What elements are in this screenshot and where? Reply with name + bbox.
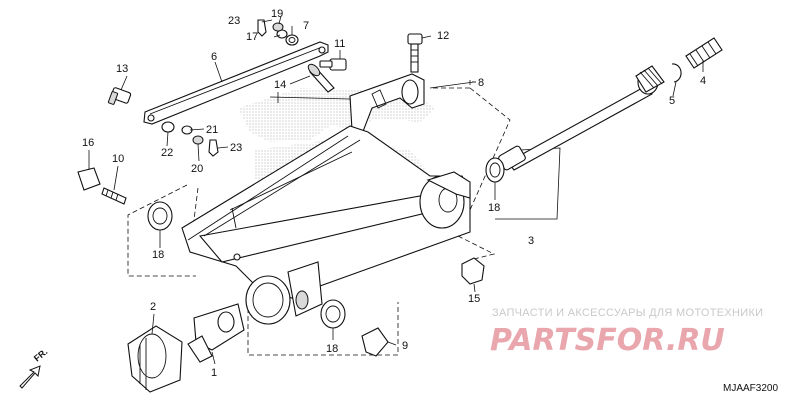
leader-lines [88,15,704,365]
callout-3: 3 [528,235,534,247]
part-2-boot[interactable] [127,325,183,393]
callout-23-mid: 23 [230,142,242,154]
part-15-nut[interactable] [461,257,485,285]
part-18-bearing-right[interactable] [320,299,346,329]
watermark-tagline: ЗАПЧАСТИ И АКСЕССУАРЫ ДЛЯ МОТОТЕХНИКИ [492,307,763,319]
callout-labels: 23 19 7 17 6 11 12 13 14 8 4 5 16 10 21 … [82,8,706,379]
part-12-bolt[interactable] [407,33,423,73]
part-4-spring[interactable] [685,37,723,69]
part-8-swing-arm[interactable] [181,73,471,325]
part-23-screw-top[interactable] [257,19,267,37]
callout-6: 6 [211,51,217,63]
part-22-nut[interactable] [161,121,175,133]
callout-2: 2 [150,301,156,313]
callout-15: 15 [468,293,480,305]
part-1-universal-joint[interactable] [187,303,245,363]
front-direction-indicator: FR. [19,347,50,389]
shop-watermark: ЗАПЧАСТИ И АКСЕССУАРЫ ДЛЯ МОТОТЕХНИКИ PA… [490,307,763,358]
callout-11: 11 [334,38,345,50]
part-16-cap[interactable] [77,167,101,191]
part-10-pivot-bolt[interactable] [101,187,127,205]
front-arrow-icon [19,365,41,389]
part-5-circlip[interactable] [671,63,682,83]
callout-19: 18 [488,202,500,214]
callout-16: 16 [82,137,94,149]
part-3-drive-shaft[interactable] [498,65,665,171]
watermark-logo: PARTSFOR.RU [490,323,725,358]
callout-23-top: 23 [228,15,240,27]
callout-14: 14 [274,79,286,91]
callout-10: 10 [112,153,124,165]
callout-9: 9 [402,340,408,352]
callout-20-mid: 20 [191,163,203,175]
callout-22: 22 [161,147,173,159]
part-19-oil-seal[interactable] [485,157,505,183]
part-23-screw-mid[interactable] [208,139,219,157]
callout-7: 7 [303,20,309,32]
callout-18-left: 18 [152,249,164,261]
part-20-nut-mid[interactable] [192,135,204,145]
callout-20-top: 19 [271,8,283,20]
callout-18-right: 18 [326,343,338,355]
callout-4: 4 [700,75,706,87]
callout-17: 17 [246,31,258,43]
diagram-code: MJAAF3200 [723,383,778,394]
part-9-drain-plug[interactable] [361,327,389,357]
callout-5: 5 [669,95,675,107]
part-11-bolt[interactable] [319,58,347,71]
front-label: FR. [32,347,50,364]
callout-8: 8 [478,77,484,89]
callout-12: 12 [437,30,449,42]
callout-1: 1 [211,367,217,379]
part-20-nut-top[interactable] [272,22,284,32]
part-7-nut-top[interactable] [285,34,299,46]
part-14-bolt[interactable] [306,62,335,93]
callout-21: 21 [206,124,218,136]
part-13-bolt[interactable] [107,87,132,105]
part-18-bearing-left[interactable] [147,201,173,231]
part-6-guard-plate[interactable] [143,41,329,125]
callout-13: 13 [116,63,128,75]
